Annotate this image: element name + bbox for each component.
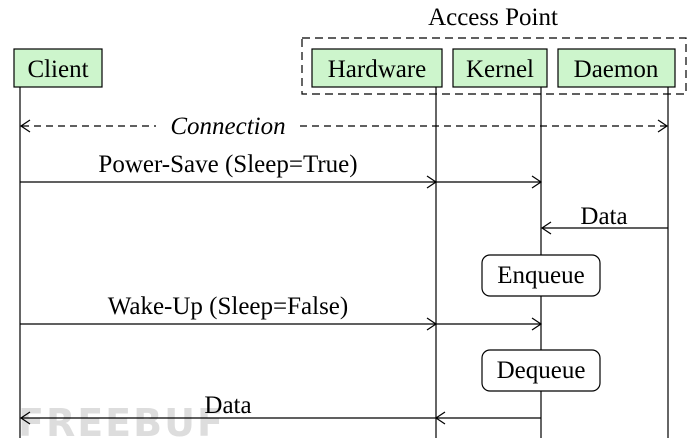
enqueue-action: Enqueue <box>481 254 601 297</box>
power-save-message: Power-Save (Sleep=True) <box>20 151 543 189</box>
actor-kernel-label: Kernel <box>466 56 534 83</box>
power-save-label: Power-Save (Sleep=True) <box>98 151 357 178</box>
power-save-arrowhead-kernel <box>531 175 543 189</box>
data-in-arrowhead <box>540 221 552 235</box>
access-point-title: Access Point <box>428 4 558 31</box>
connection-message: Connection <box>19 113 669 140</box>
watermark-text: FREEBUF <box>18 401 225 445</box>
wake-up-arrowhead-kernel <box>531 317 543 331</box>
connection-arrowhead-left <box>19 119 31 133</box>
wake-up-message: Wake-Up (Sleep=False) <box>20 293 543 331</box>
data-in-label: Data <box>580 203 627 230</box>
actor-daemon-label: Daemon <box>574 56 659 83</box>
power-save-arrowhead-hardware <box>426 175 438 189</box>
dequeue-action: Dequeue <box>481 349 601 392</box>
dequeue-label: Dequeue <box>497 357 586 384</box>
data-in-message: Data <box>540 203 668 235</box>
wake-up-label: Wake-Up (Sleep=False) <box>108 293 348 320</box>
connection-arrowhead-right <box>657 119 669 133</box>
connection-label: Connection <box>170 113 285 140</box>
actor-daemon: Daemon <box>557 48 676 88</box>
enqueue-label: Enqueue <box>497 262 584 289</box>
wake-up-arrowhead-hardware <box>426 317 438 331</box>
data-out-message: Data <box>19 392 541 425</box>
actor-client-label: Client <box>27 56 88 83</box>
data-out-arrowhead-hardware <box>434 411 446 425</box>
actor-client: Client <box>13 48 103 88</box>
actor-hardware-label: Hardware <box>328 56 427 83</box>
data-out-label: Data <box>204 392 251 419</box>
data-out-arrowhead-client <box>19 411 31 425</box>
actor-hardware: Hardware <box>311 48 443 88</box>
actor-kernel: Kernel <box>452 48 548 88</box>
access-point-group-box <box>301 37 687 95</box>
